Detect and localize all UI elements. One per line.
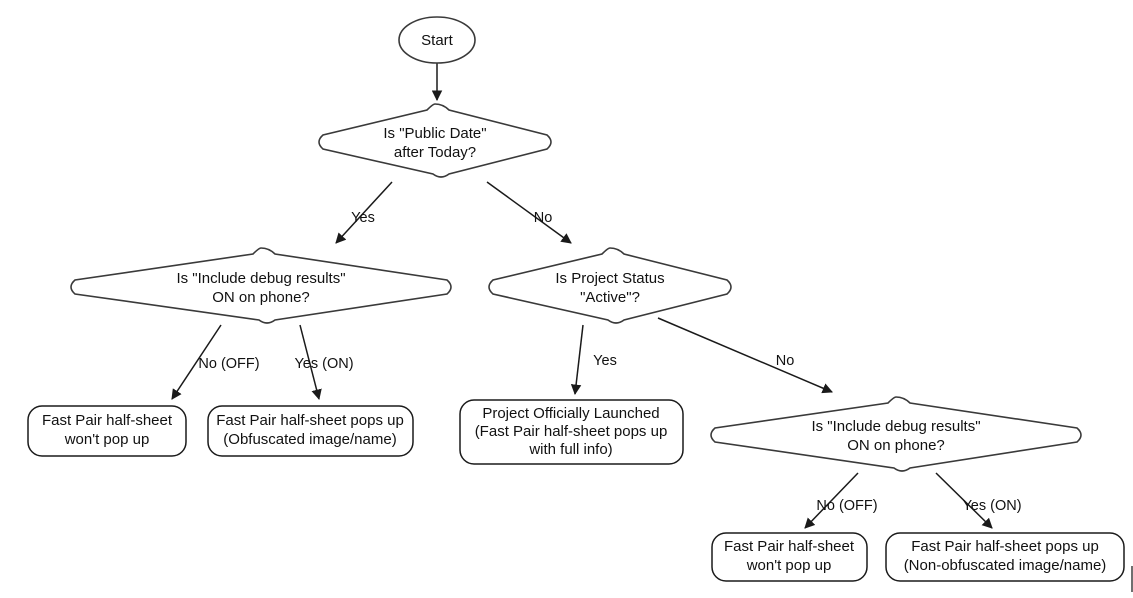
node-decision-project-status[interactable]: Is Project Status "Active"? — [488, 247, 732, 324]
node-terminal-right-on[interactable]: Fast Pair half-sheet pops up (Non-obfusc… — [885, 532, 1125, 582]
terminal-left-off-line1: Fast Pair half-sheet — [42, 412, 173, 429]
project-status-label-line2: "Active"? — [580, 289, 640, 306]
node-terminal-launched[interactable]: Project Officially Launched (Fast Pair h… — [459, 399, 684, 465]
start-ellipse-shape — [398, 16, 476, 64]
terminal-right-off-shape — [711, 532, 868, 582]
terminal-left-on-line1: Fast Pair half-sheet pops up — [216, 412, 404, 429]
terminal-left-off-line2: won't pop up — [64, 431, 150, 448]
page-edge-marker — [1131, 566, 1133, 592]
node-start[interactable]: Start — [398, 16, 476, 64]
node-terminal-right-off[interactable]: Fast Pair half-sheet won't pop up — [711, 532, 868, 582]
node-terminal-left-on[interactable]: Fast Pair half-sheet pops up (Obfuscated… — [207, 405, 414, 457]
edge-label-public-date-no: No — [534, 210, 553, 226]
debug-right-diamond-shape — [710, 396, 1082, 472]
node-decision-debug-left[interactable]: Is "Include debug results" ON on phone? — [70, 247, 452, 324]
edge-label-project-status-yes: Yes — [593, 353, 617, 369]
node-decision-debug-right[interactable]: Is "Include debug results" ON on phone? — [710, 396, 1082, 472]
public-date-label-line1: Is "Public Date" — [383, 125, 486, 142]
project-status-diamond-shape — [488, 247, 732, 324]
edge-project-status-no — [657, 317, 833, 394]
edges-layer — [171, 63, 993, 529]
project-status-label-line1: Is Project Status — [555, 270, 664, 287]
start-label: Start — [421, 32, 454, 49]
edge-public-date-yes — [335, 181, 393, 244]
edge-label-debug-right-off: No (OFF) — [816, 498, 877, 514]
terminal-left-on-line2: (Obfuscated image/name) — [223, 431, 396, 448]
terminal-launched-line2: (Fast Pair half-sheet pops up — [475, 423, 668, 440]
terminal-left-off-shape — [27, 405, 187, 457]
edge-debug-left-off — [171, 324, 222, 400]
terminal-right-off-line1: Fast Pair half-sheet — [724, 538, 855, 555]
public-date-diamond-shape — [318, 103, 552, 178]
edge-label-debug-left-on: Yes (ON) — [294, 356, 353, 372]
edge-label-debug-left-off: No (OFF) — [198, 356, 259, 372]
terminal-right-off-line2: won't pop up — [746, 557, 832, 574]
terminal-left-on-shape — [207, 405, 414, 457]
edge-debug-right-off — [804, 472, 859, 529]
edge-project-status-yes — [570, 324, 584, 396]
debug-left-label-line2: ON on phone? — [212, 289, 310, 306]
terminal-right-on-shape — [885, 532, 1125, 582]
terminal-launched-line3: with full info) — [528, 441, 612, 458]
debug-right-label-line2: ON on phone? — [847, 437, 945, 454]
terminal-launched-line1: Project Officially Launched — [482, 405, 659, 422]
debug-left-label-line1: Is "Include debug results" — [176, 270, 345, 287]
edge-debug-right-on — [935, 472, 993, 529]
terminal-right-on-line1: Fast Pair half-sheet pops up — [911, 538, 1099, 555]
edge-public-date-no — [486, 181, 572, 244]
node-decision-public-date[interactable]: Is "Public Date" after Today? — [318, 103, 552, 178]
debug-right-label-line1: Is "Include debug results" — [811, 418, 980, 435]
terminal-right-on-line2: (Non-obfuscated image/name) — [904, 557, 1107, 574]
edge-labels-layer: Yes No No (OFF) Yes (ON) Yes No No (OFF)… — [198, 210, 1021, 514]
edge-debug-left-on — [299, 324, 322, 401]
terminal-launched-shape — [459, 399, 684, 465]
edge-label-project-status-no: No — [776, 353, 795, 369]
debug-left-diamond-shape — [70, 247, 452, 324]
edge-label-debug-right-on: Yes (ON) — [962, 498, 1021, 514]
node-terminal-left-off[interactable]: Fast Pair half-sheet won't pop up — [27, 405, 187, 457]
edge-label-public-date-yes: Yes — [351, 210, 375, 226]
public-date-label-line2: after Today? — [394, 144, 476, 161]
